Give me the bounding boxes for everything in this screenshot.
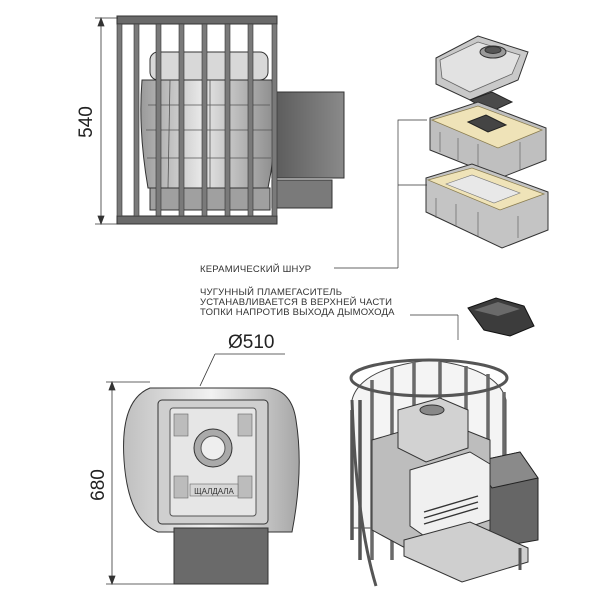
- flame-divider-label-line-2: УСТАНАВЛИВАЕТСЯ В ВЕРХНЕЙ ЧАСТИ: [200, 296, 392, 308]
- flame-divider-label-line-3: ТОПКИ НАПРОТИВ ВЫХОДА ДЫМОХОДА: [200, 307, 395, 318]
- side-ash-box: [271, 179, 333, 209]
- flame-divider-callout: ЧУГУННЫЙ ПЛАМЕГАСИТЕЛЬ УСТАНАВЛИВАЕТСЯ В…: [200, 286, 535, 340]
- cutaway-firebox: [409, 451, 491, 541]
- exploded-view: КЕРАМИЧЕСКИЙ ШНУР: [200, 35, 549, 275]
- front-view: ЩАЛДАЛА 680 Ø510: [88, 332, 300, 586]
- ceramic-cord-leader: [334, 119, 427, 269]
- height-680-dimension-line: [106, 380, 175, 586]
- side-cage-bottom-ring: [116, 215, 278, 225]
- flame-divider-label-line-1: ЧУГУННЫЙ ПЛАМЕГАСИТЕЛЬ: [200, 286, 342, 298]
- cutaway-view: [349, 358, 539, 587]
- height-540-dimension-line: [95, 16, 118, 226]
- cutaway-base: [403, 521, 529, 583]
- door-brand-text: ЩАЛДАЛА: [194, 487, 234, 496]
- diameter-leader: [199, 353, 285, 387]
- ceramic-cord-label: КЕРАМИЧЕСКИЙ ШНУР: [200, 263, 311, 275]
- side-cage-top-ring: [116, 15, 278, 25]
- front-ash-box: [173, 527, 269, 585]
- height-680-label: 680: [88, 469, 109, 501]
- side-flue-box: [271, 91, 345, 179]
- side-cage-bars: [116, 23, 278, 217]
- side-view: 540: [76, 15, 345, 226]
- diameter-510-label: Ø510: [228, 332, 274, 353]
- height-540-label: 540: [76, 106, 97, 138]
- cutaway-top-section: [397, 397, 469, 463]
